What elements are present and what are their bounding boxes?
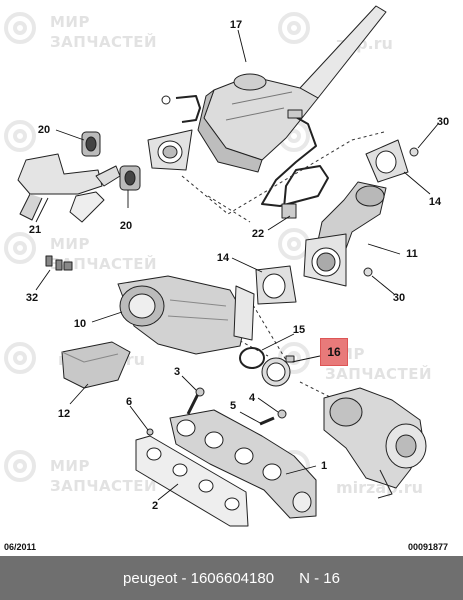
dpf-inlet-flange	[147, 129, 193, 171]
callout-6: 6	[125, 396, 133, 408]
exhaust-manifold	[169, 409, 317, 519]
part-info-text: peugeot - 1606604180 N - 16	[123, 570, 340, 587]
gasket-upper	[365, 139, 409, 183]
watermark-zapchastei-3: ЗАПЧАСТЕЙ	[325, 365, 433, 383]
watermark-mir: МИР	[50, 13, 90, 31]
callout-1: 1	[320, 460, 328, 472]
part-info-bar: peugeot - 1606604180 N - 16	[0, 556, 463, 600]
callout-16-highlighted: 16	[320, 338, 348, 366]
down-pipe	[303, 181, 387, 287]
position-label: N - 16	[299, 569, 340, 587]
turbocharger	[323, 387, 427, 499]
callout-20a: 20	[37, 124, 51, 136]
particulate-filter	[161, 5, 387, 173]
ring-gasket	[239, 347, 265, 369]
date-code: 06/2011	[4, 542, 37, 552]
assembly-guide-lines	[149, 131, 385, 401]
clamp-16	[261, 355, 295, 387]
manifold-gasket	[135, 435, 249, 527]
callout-3: 3	[173, 366, 181, 378]
callout-10: 10	[73, 318, 87, 330]
callout-leaders	[35, 29, 439, 501]
clips	[45, 255, 73, 271]
gasket-middle	[255, 265, 297, 305]
parts-drawing	[4, 5, 439, 527]
callout-11: 11	[406, 248, 418, 260]
exploded-parts-diagram: МИР ЗАПЧАСТЕЙ zap.ru МИР ЗАПЧАСТЕЙ mirza…	[4, 5, 450, 552]
callout-20b: 20	[119, 220, 133, 232]
callout-14a: 14	[428, 196, 442, 208]
stud-6	[146, 428, 154, 436]
watermark-zapchastei-2: ЗАПЧАСТЕЙ	[50, 255, 158, 273]
watermark-mir-4: МИР	[50, 457, 90, 475]
watermark-url-bottom: mirzap.ru	[336, 478, 423, 497]
catalytic-converter	[117, 275, 255, 355]
callout-30b: 30	[392, 292, 406, 304]
watermark-zapchastei-4: ЗАПЧАСТЕЙ	[50, 477, 158, 495]
sheet-code: 00091877	[408, 542, 449, 552]
callout-2: 2	[151, 500, 159, 512]
brand-name: peugeot	[123, 569, 178, 587]
callout-5: 5	[229, 400, 237, 412]
stud-4-5	[259, 409, 287, 426]
callout-15: 15	[292, 324, 306, 336]
callout-14b: 14	[216, 252, 230, 264]
callout-12: 12	[57, 408, 71, 420]
bolt-3	[186, 387, 205, 415]
callout-30a: 30	[436, 116, 450, 128]
rubber-mount	[81, 131, 141, 191]
separator: -	[181, 569, 191, 587]
heat-shield	[61, 341, 131, 389]
callout-17: 17	[229, 19, 243, 31]
watermark-mir-2: МИР	[50, 235, 90, 253]
pressure-sensor-pipe	[261, 109, 329, 219]
callout-4: 4	[248, 392, 256, 404]
spacer	[278, 570, 295, 587]
mounting-bracket	[17, 153, 121, 223]
callout-21: 21	[28, 224, 42, 236]
watermark-zapchastei: ЗАПЧАСТЕЙ	[50, 33, 158, 51]
callout-32: 32	[25, 292, 39, 304]
part-number: 1606604180	[190, 569, 275, 587]
nut-30-upper	[409, 147, 419, 157]
nut-30-lower	[363, 267, 373, 277]
callout-22: 22	[251, 228, 265, 240]
